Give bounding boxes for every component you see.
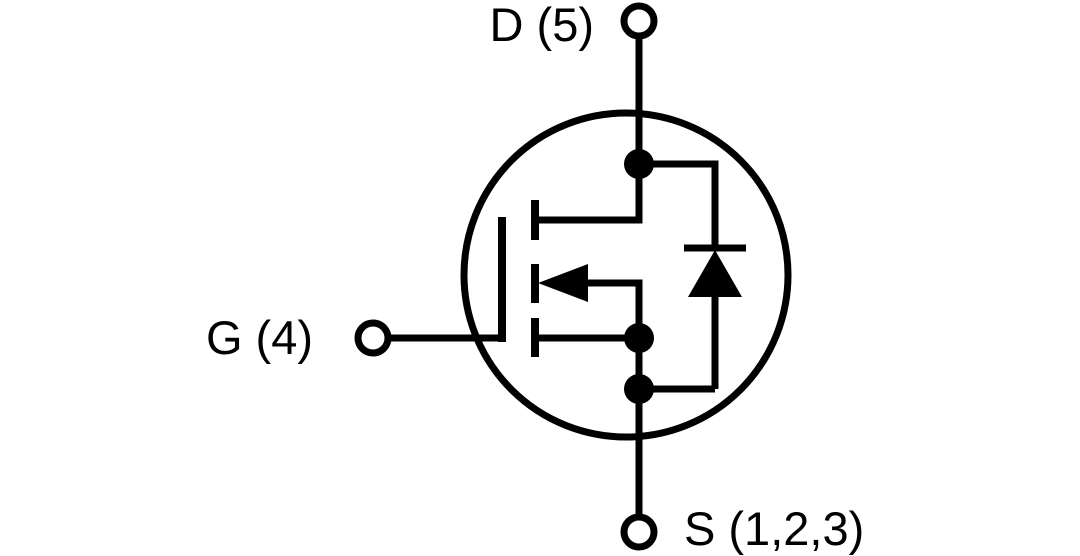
body-connection-line — [584, 279, 643, 338]
drain-internal-connection — [531, 164, 643, 224]
drain-terminal-label: D (5) — [490, 0, 594, 51]
gate-terminal-label: G (4) — [206, 311, 313, 364]
gate-terminal-node — [354, 319, 392, 357]
source-terminal-label: S (1,2,3) — [684, 502, 864, 555]
transistor-envelope-circle — [460, 109, 792, 441]
drain-terminal-node — [620, 2, 658, 40]
body-arrow-icon — [538, 264, 588, 302]
source-terminal-node — [620, 513, 658, 551]
diode-anode-triangle — [688, 250, 742, 297]
diode-upper-connection — [639, 160, 719, 250]
